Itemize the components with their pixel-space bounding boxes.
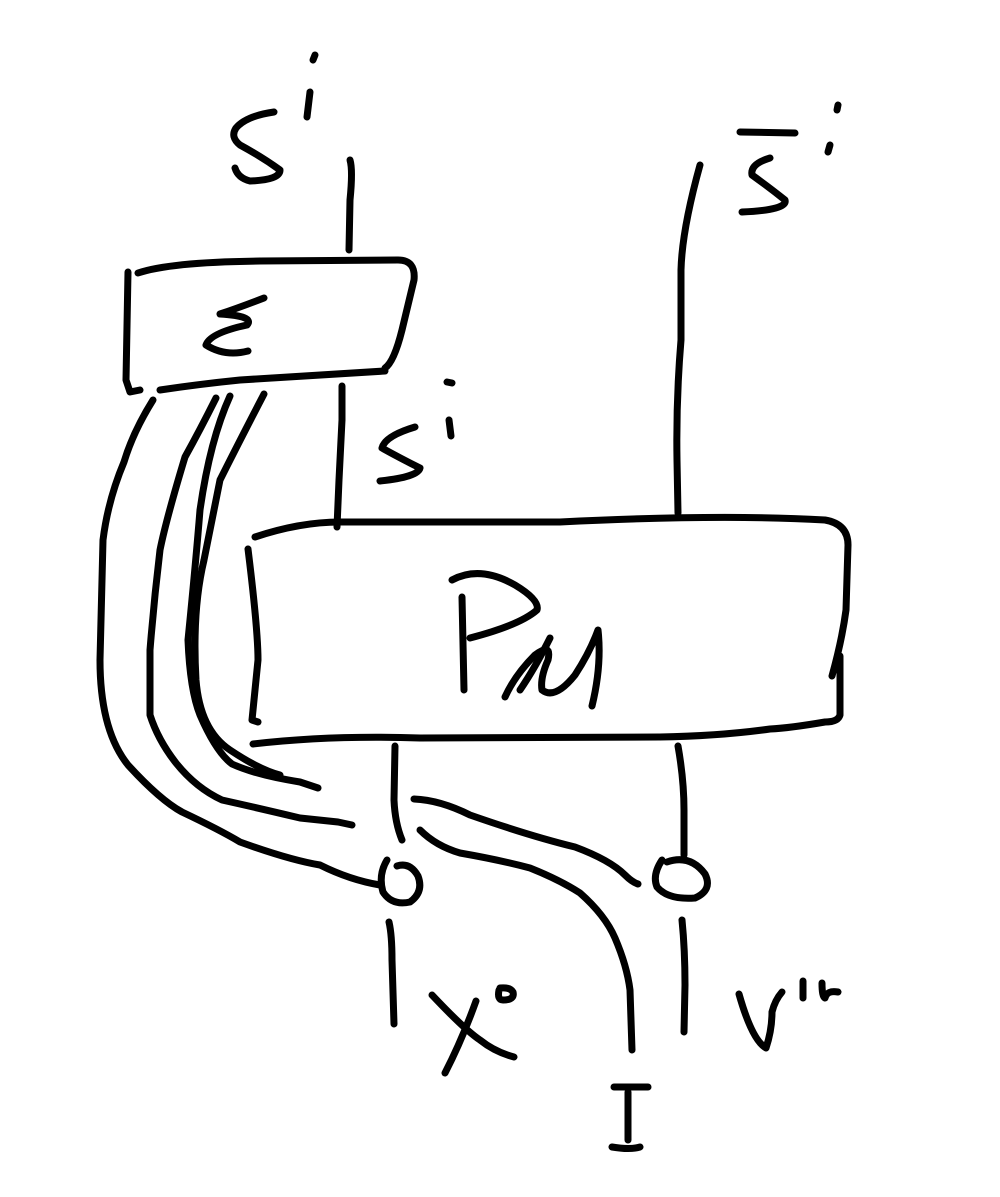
label-top-state-sup: i — [300, 79, 311, 119]
model-glyph — [448, 570, 603, 710]
label-mid-state: s — [380, 423, 411, 493]
wire-cross-lower — [416, 826, 636, 1054]
label-out-I: I — [611, 1090, 637, 1160]
label-glyph-s-bar-top — [736, 101, 842, 216]
label-out-v: v — [735, 980, 775, 1062]
copy-node-right — [651, 856, 711, 1036]
label-glyph-s-mid — [376, 378, 456, 485]
encoder-glyph — [202, 294, 268, 357]
label-out-x-sup: o — [495, 973, 513, 1008]
wire-enc-4 — [191, 390, 284, 779]
wire-model-out-1 — [390, 742, 406, 844]
wire-mid-state — [333, 382, 346, 531]
encoder-box — [122, 256, 418, 396]
label-top-state-bar: s — [745, 155, 776, 225]
label-top-state: s — [240, 120, 271, 190]
label-encoder: ε — [206, 285, 244, 367]
wire-model-out-2 — [674, 742, 688, 859]
label-glyph-v — [735, 977, 842, 1052]
label-glyph-I — [608, 1083, 652, 1152]
wire-out-v — [678, 916, 689, 1036]
label-top-state-bar-sup: i — [828, 119, 839, 159]
copy-node-left — [377, 856, 424, 1028]
wire-out-x — [385, 918, 398, 1028]
label-glyph-x — [428, 984, 518, 1077]
wire-enc-1 — [96, 396, 384, 889]
label-model: PM — [453, 597, 627, 714]
wire-enc-2 — [146, 394, 356, 829]
label-out-v-sup: in — [798, 971, 827, 1006]
label-mid-state-sup: i — [442, 399, 453, 439]
wire-top-state-bar — [673, 161, 704, 517]
model-box — [244, 513, 852, 748]
label-glyph-s-top — [230, 51, 319, 185]
label-out-x: x — [432, 991, 477, 1084]
wire-enc-3 — [184, 392, 322, 792]
wire-cross-upper — [410, 795, 642, 888]
wire-top-state — [345, 156, 355, 254]
